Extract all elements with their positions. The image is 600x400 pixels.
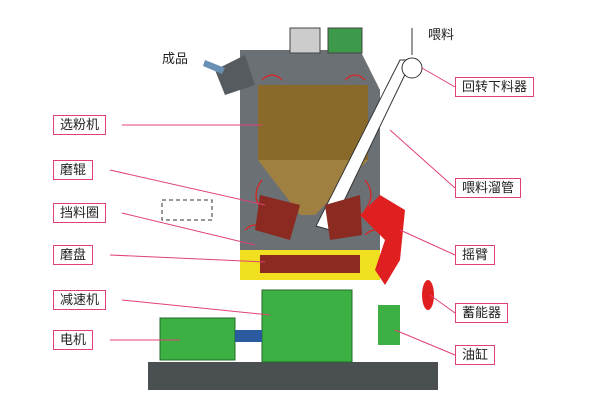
label-motor: 电机: [53, 330, 94, 350]
hydraulic-cylinder-body: [378, 305, 400, 345]
outlet-duct: [215, 55, 255, 95]
gearbox: [261, 289, 353, 363]
separator-cone: [258, 160, 368, 215]
accumulator-vessel: [422, 280, 434, 310]
separator-cage: [258, 85, 368, 160]
rotary-feeder: [401, 57, 423, 79]
top-fan-right: [327, 27, 363, 54]
label-dam-ring: 挡料圈: [53, 203, 107, 223]
top-fan-left: [289, 27, 321, 54]
roller-left: [255, 195, 300, 240]
label-accumulator: 蓄能器: [455, 303, 509, 323]
product-arrow-icon: [203, 60, 225, 74]
dam-ring-detail: [161, 199, 213, 221]
label-hydraulic-cylinder: 油缸: [455, 345, 496, 365]
label-feed-chute: 喂料溜管: [455, 178, 522, 198]
label-gearbox: 减速机: [53, 290, 107, 310]
foundation: [148, 362, 438, 390]
coupling: [235, 330, 262, 342]
leader-lines: [109, 67, 456, 356]
label-roller: 磨辊: [53, 160, 94, 180]
label-grinding-table: 磨盘: [53, 245, 94, 265]
label-rocker-arm: 摇臂: [455, 245, 496, 265]
label-feed: 喂料: [428, 28, 455, 43]
motor-body: [159, 317, 236, 361]
label-product: 成品: [162, 52, 189, 67]
rocker-arm: [360, 195, 405, 285]
label-separator: 选粉机: [53, 115, 107, 135]
label-rotary-feeder: 回转下料器: [455, 77, 535, 97]
table-plate: [260, 255, 360, 273]
roller-right: [325, 195, 362, 240]
